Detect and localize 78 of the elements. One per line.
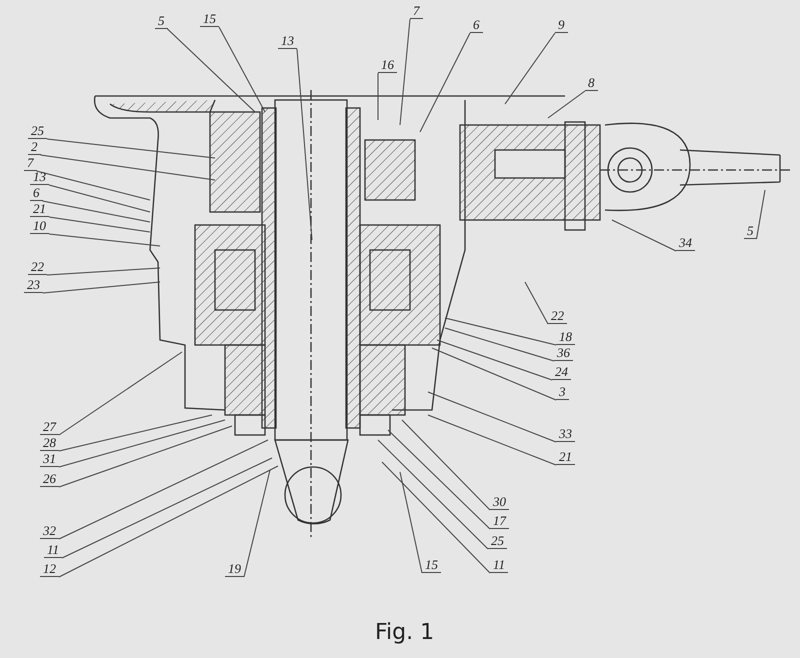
callout-number: 9	[555, 18, 568, 33]
leader-line	[48, 216, 150, 232]
leader-line	[58, 426, 232, 488]
leader-line	[36, 170, 150, 200]
callout-number: 19	[225, 562, 244, 577]
leader-line	[42, 200, 150, 222]
leader-line	[400, 18, 410, 126]
callout-number: 10	[30, 219, 49, 234]
leader-line	[432, 348, 556, 400]
callout-number: 25	[488, 534, 507, 549]
callout-number: 2	[28, 140, 40, 155]
figure-caption: Fig. 1	[375, 620, 434, 645]
callout-number: 11	[490, 558, 508, 573]
callout-number: 15	[200, 12, 219, 27]
leader-line	[428, 414, 556, 466]
callout-number: 30	[490, 495, 509, 510]
callout-number: 21	[556, 450, 575, 465]
leader-line	[382, 462, 490, 574]
callout-number: 6	[30, 186, 42, 201]
leader-line	[388, 430, 490, 530]
callout-number: 34	[676, 236, 695, 251]
callout-number: 5	[155, 14, 168, 29]
leader-line	[58, 420, 226, 468]
leader-line	[436, 340, 552, 380]
leader-line	[62, 458, 272, 558]
leader-line	[548, 90, 586, 118]
leader-line	[400, 472, 422, 574]
leader-line	[218, 26, 266, 112]
callout-number: 33	[556, 427, 575, 442]
leader-line	[167, 28, 256, 112]
callout-number: 5	[744, 224, 756, 239]
leader-line	[46, 268, 160, 276]
callout-number: 24	[552, 365, 571, 380]
callout-number: 27	[40, 420, 59, 435]
leader-line	[46, 138, 216, 158]
leader-line	[296, 48, 312, 240]
leader-line	[612, 220, 676, 252]
callout-number: 6	[470, 18, 482, 33]
callout-number: 15	[422, 558, 441, 573]
leader-line	[524, 282, 548, 324]
callout-number: 25	[28, 124, 47, 139]
callout-number: 21	[30, 202, 49, 217]
leader-line	[58, 466, 278, 578]
callout-number: 7	[24, 156, 36, 171]
callout-number: 36	[554, 346, 573, 361]
callout-number: 13	[30, 170, 49, 185]
callout-number: 22	[548, 309, 567, 324]
callout-number: 32	[40, 524, 59, 539]
callout-number: 18	[556, 330, 575, 345]
callout-number: 3	[556, 385, 568, 400]
callout-number: 28	[40, 436, 59, 451]
leader-line	[444, 328, 554, 362]
callout-number: 8	[585, 76, 598, 91]
callout-number: 17	[490, 514, 509, 529]
leader-line	[48, 184, 150, 212]
leader-line	[420, 32, 470, 132]
callout-number: 23	[24, 278, 43, 293]
leader-line	[756, 190, 766, 240]
leader-line	[428, 392, 556, 442]
leader-line	[504, 32, 556, 104]
leader-line	[48, 234, 160, 246]
leader-line	[58, 414, 212, 452]
leader-line	[42, 282, 160, 294]
leader-line	[444, 318, 556, 346]
callout-number: 12	[40, 562, 59, 577]
leader-line	[40, 154, 216, 180]
callout-number: 11	[44, 543, 62, 558]
leader-line	[58, 440, 268, 540]
leader-line	[58, 352, 182, 436]
leader-line	[244, 470, 270, 578]
callout-number: 13	[278, 34, 297, 49]
callout-number: 22	[28, 260, 47, 275]
callout-number: 26	[40, 472, 59, 487]
leader-line	[378, 440, 488, 550]
callout-number: 31	[40, 452, 59, 467]
leader-line	[402, 420, 490, 510]
callout-number: 7	[410, 4, 422, 19]
callout-number: 16	[378, 58, 397, 73]
